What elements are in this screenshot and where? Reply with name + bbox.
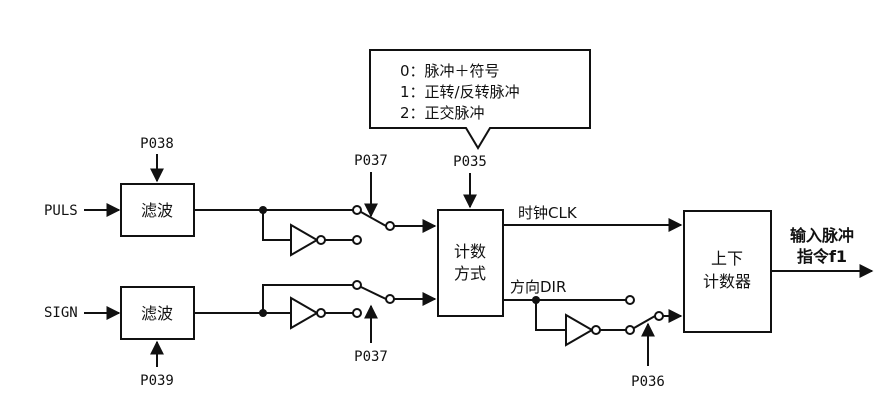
- clock-label: 时钟CLK: [518, 204, 578, 222]
- puls-label: PULS: [44, 203, 78, 219]
- updown-label-2: 计数器: [703, 272, 751, 291]
- sign-label: SIGN: [44, 305, 78, 321]
- sign-switch-network: [194, 280, 437, 330]
- counter-mode-label-2: 方式: [454, 264, 486, 283]
- puls-switch-network: [194, 205, 437, 257]
- filter-bottom-label: 滤波: [141, 304, 173, 323]
- param-p039: P039: [140, 373, 174, 389]
- direction-label: 方向DIR: [510, 278, 566, 296]
- callout-mode-0: 0：脉冲＋符号: [400, 62, 500, 80]
- mode-callout: 0：脉冲＋符号 1：正转/反转脉冲 2：正交脉冲: [369, 49, 591, 150]
- counter-mode-block: [437, 209, 504, 317]
- updown-label-1: 上下: [711, 249, 743, 268]
- output-label-1: 输入脉冲: [790, 226, 854, 245]
- param-p035: P035: [453, 154, 487, 170]
- output-label-2: 指令f1: [797, 247, 847, 266]
- callout-mode-1: 1：正转/反转脉冲: [400, 83, 520, 101]
- counter-mode-label-1: 计数: [454, 242, 486, 261]
- updown-counter-block: [683, 210, 772, 333]
- param-p037-top: P037: [354, 153, 388, 169]
- callout-mode-2: 2：正交脉冲: [400, 104, 485, 122]
- param-p037-bottom: P037: [354, 349, 388, 365]
- direction-switch-network: [503, 295, 683, 347]
- param-p038: P038: [140, 136, 174, 152]
- filter-top-label: 滤波: [141, 201, 173, 220]
- param-p036: P036: [631, 374, 665, 390]
